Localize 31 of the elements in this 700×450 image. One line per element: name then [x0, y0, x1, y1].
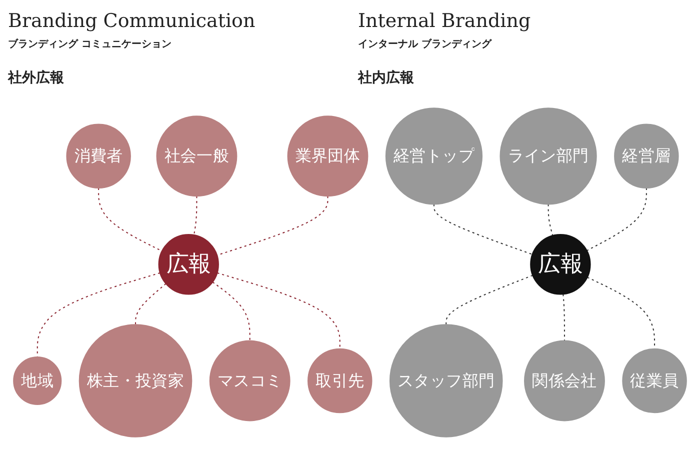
connector: [212, 282, 250, 341]
node-circle: 消費者: [66, 124, 131, 189]
node-circle: 株主・投資家: [78, 324, 192, 438]
node-circle: 業界団体: [287, 116, 368, 197]
connector: [98, 188, 162, 252]
node-circle: 広報: [530, 234, 591, 295]
node-circle: マスコミ: [209, 340, 290, 422]
node-circle: 経営層: [614, 124, 679, 189]
connector: [548, 204, 554, 236]
connector: [135, 283, 166, 325]
node-circle: 従業員: [622, 348, 687, 414]
connector: [446, 274, 533, 325]
heading: Branding Communication: [8, 10, 256, 32]
node-circle: 地域: [13, 356, 62, 406]
section-heading: 社外広報: [8, 69, 64, 87]
connector: [586, 188, 647, 252]
node-circle: 取引先: [308, 348, 372, 414]
node-circle: 関係会社: [524, 340, 605, 422]
connector: [562, 294, 565, 341]
node-circle: スタッフ部門: [389, 324, 503, 438]
heading: Internal Branding: [358, 10, 531, 32]
subheading: ブランディング コミュニケーション: [8, 38, 172, 51]
connector: [433, 204, 532, 255]
connector: [217, 272, 340, 349]
subheading: インターナル ブランディング: [358, 38, 492, 51]
connector: [193, 196, 198, 236]
node-circle: 経営トップ: [385, 108, 483, 205]
node-circle: 広報: [158, 234, 219, 295]
node-circle: 社会一般: [156, 116, 238, 197]
section-heading: 社内広報: [358, 69, 414, 87]
node-circle: ライン部門: [500, 108, 597, 205]
